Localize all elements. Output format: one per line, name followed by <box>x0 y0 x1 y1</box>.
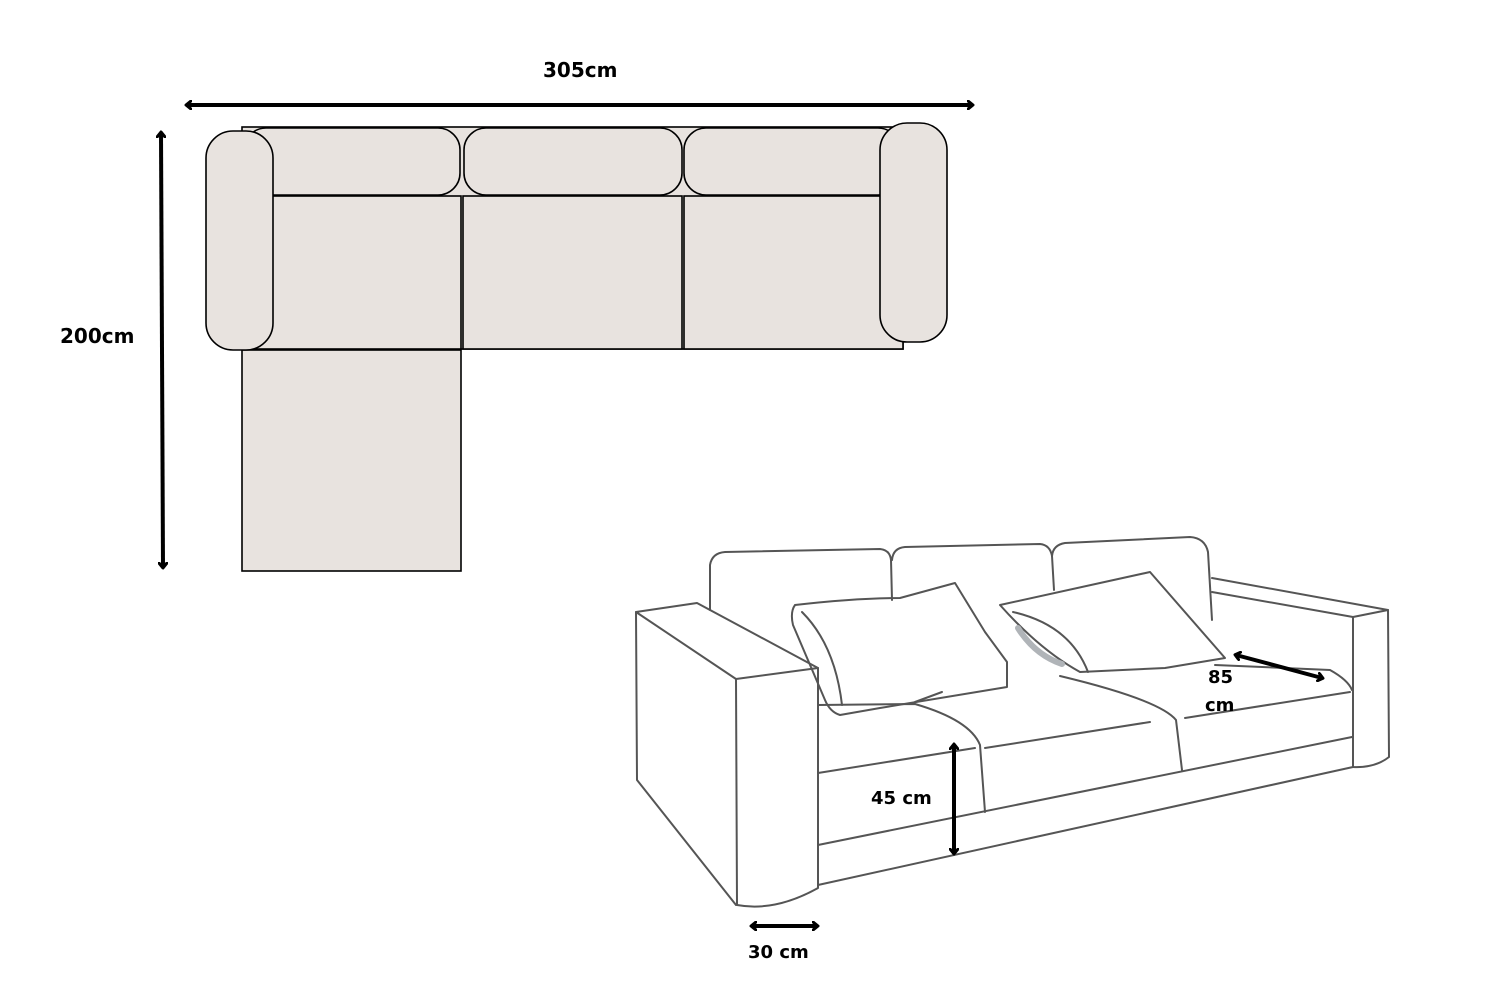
plan-armrest-left <box>205 130 274 351</box>
plan-back-cushion-2 <box>463 127 683 196</box>
pillow-right <box>999 571 1226 673</box>
seat-front-edge <box>817 747 976 774</box>
back-cushion-left <box>709 548 893 611</box>
right-armrest-front <box>1352 609 1390 769</box>
armrest-width-label: 30 cm <box>748 942 809 963</box>
seat-depth-label-line2: cm <box>1205 695 1235 716</box>
left-armrest-front <box>735 667 819 908</box>
pillow-right-fold <box>1012 611 1089 673</box>
seat-depth-label-line1: 85 <box>1208 667 1234 688</box>
depth-label: 200cm <box>60 324 135 348</box>
pillow-right-shadow <box>1015 625 1065 667</box>
plan-seat-3 <box>683 195 904 350</box>
plan-chaise-seat <box>241 349 462 572</box>
plan-view <box>205 122 948 572</box>
back-cushion-right <box>1051 536 1213 621</box>
seat-height-label: 45 cm <box>871 788 932 809</box>
right-armrest-top <box>1211 577 1389 618</box>
pillow-left <box>790 582 1008 716</box>
left-armrest-top <box>635 602 819 680</box>
width-label: 305cm <box>543 58 618 82</box>
back-cushion-middle <box>891 543 1055 591</box>
plan-back-cushion-1 <box>243 127 461 196</box>
seat-cushion-right <box>1184 691 1351 719</box>
depth-dimension-arrow <box>161 133 163 567</box>
plan-armrest-right <box>879 122 948 343</box>
seat-divider-right <box>1059 675 1183 771</box>
pillow-left-crease <box>914 691 943 703</box>
seat-right-back <box>1214 664 1353 691</box>
seat-cushion-middle <box>984 721 1151 749</box>
seat-depth-arrow <box>1236 655 1322 678</box>
left-armrest-side <box>635 611 737 906</box>
seat-cushion-left <box>817 703 986 813</box>
base-rail-lower <box>817 766 1354 886</box>
perspective-view <box>635 536 1390 908</box>
base-rail-upper <box>817 736 1353 846</box>
plan-seat-1 <box>241 195 462 350</box>
plan-seat-2 <box>462 195 683 350</box>
pillow-left-fold <box>801 611 843 706</box>
plan-back-cushion-3 <box>683 127 901 196</box>
